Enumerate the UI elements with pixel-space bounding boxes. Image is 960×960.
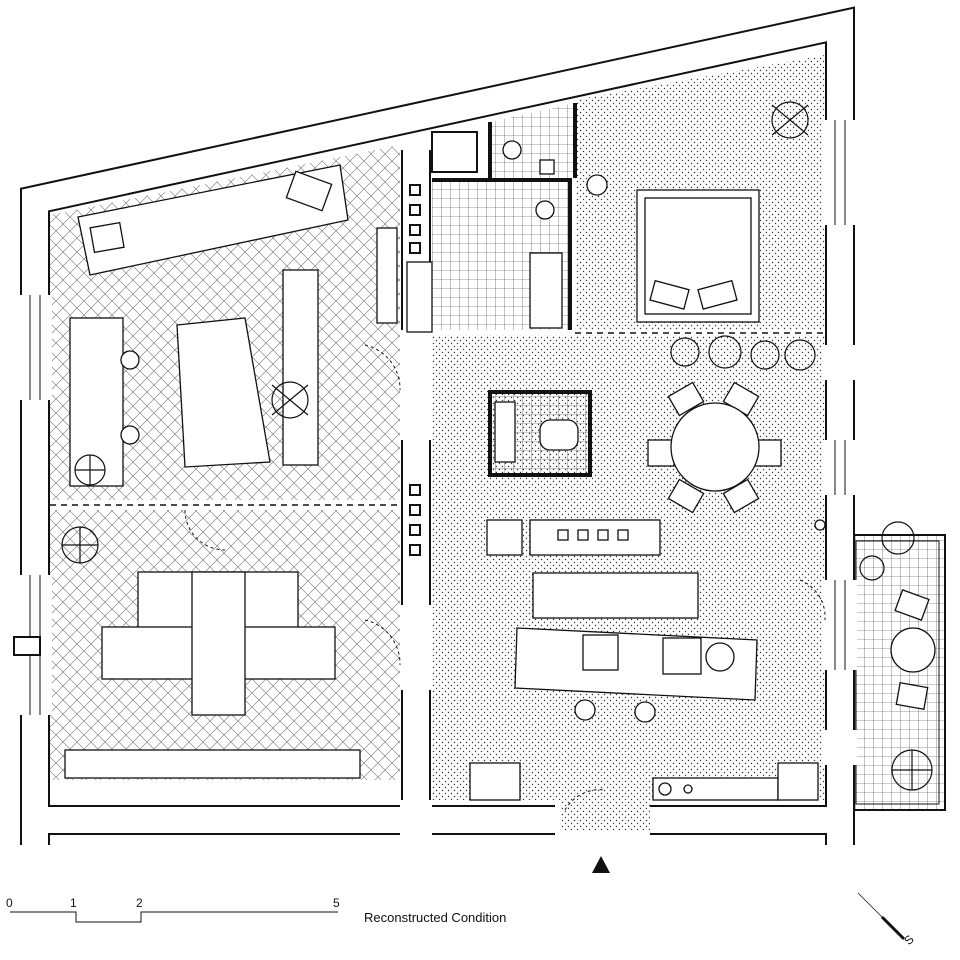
column-blocks (13, 131, 478, 656)
bathtub (529, 252, 563, 329)
plant-icon (859, 521, 915, 581)
scale-tick-5: 5 (333, 896, 340, 910)
bench (282, 269, 319, 466)
scale-bar (10, 911, 338, 923)
rug (176, 317, 271, 468)
scale-tick-1: 1 (70, 896, 77, 910)
desk (69, 317, 124, 487)
bookshelf (64, 749, 361, 779)
dining-chairs (647, 381, 782, 514)
plant-icon (61, 526, 99, 564)
counter-lower (652, 777, 779, 801)
balcony (849, 534, 946, 811)
balcony-table (890, 627, 936, 673)
toilet (539, 419, 579, 451)
entrance-arrow-icon (592, 856, 610, 873)
counter-upper (529, 519, 661, 556)
orientation-needle-icon (857, 892, 906, 941)
plant-icon (271, 381, 309, 419)
furniture (64, 140, 936, 801)
drawing-title: Reconstructed Condition (364, 910, 507, 925)
doors (184, 344, 826, 811)
sofa (77, 164, 349, 276)
basin (502, 140, 522, 160)
side-cabinet (376, 227, 398, 324)
plant-icon (891, 749, 933, 791)
scale-tick-2: 2 (136, 896, 143, 910)
bin (486, 519, 523, 556)
plant-icon (771, 101, 809, 139)
kitchen-table (532, 572, 699, 619)
plant-icon (74, 454, 106, 486)
plants (61, 101, 933, 791)
shoe-cabinet (469, 762, 521, 801)
dining-table (670, 402, 760, 492)
scale-tick-0: 0 (6, 896, 13, 910)
plant-icon (670, 335, 816, 371)
